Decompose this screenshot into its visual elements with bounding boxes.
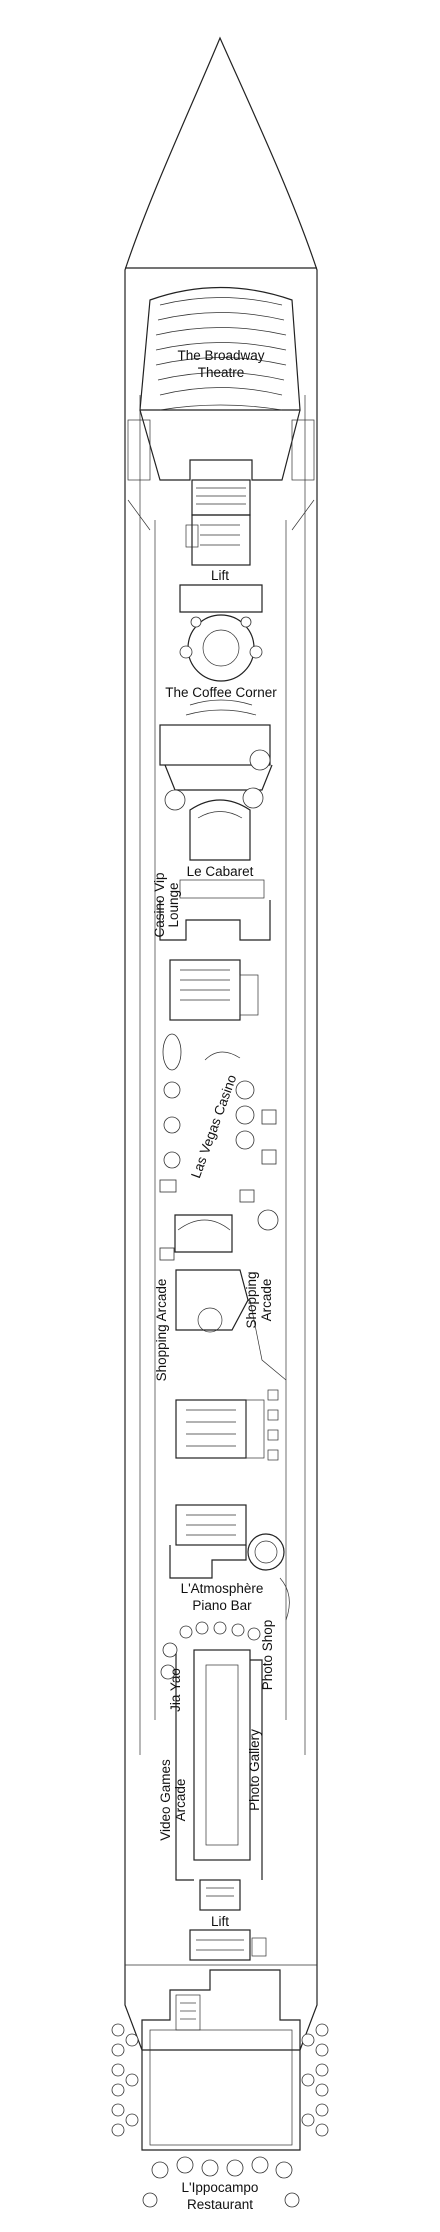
upper-lift-block [185, 479, 251, 566]
label-shopping-arcade-left: Shopping Arcade [154, 1279, 169, 1382]
label-atmosphere-piano-bar: L'Atmosphère [181, 1581, 264, 1596]
ippocampo-restaurant [111, 1964, 329, 2208]
label-lift-bottom: Lift [211, 1914, 229, 1929]
broadway-theatre [127, 286, 315, 531]
cabaret [159, 724, 273, 941]
label-ippocampo-restaurant-2: Restaurant [187, 2197, 253, 2212]
casino-tables [159, 1033, 279, 1261]
label-jia-yao: Jia Yao [168, 1668, 183, 1712]
label-las-vegas-casino: Las Vegas Casino [188, 1073, 239, 1180]
label-atmosphere-piano-bar-2: Piano Bar [192, 1598, 252, 1613]
label-video-games-arcade-2: Arcade [173, 1779, 188, 1822]
lower-lift-block [189, 1879, 267, 1961]
label-broadway-theatre-2: Theatre [198, 365, 245, 380]
label-coffee-corner: The Coffee Corner [165, 685, 277, 700]
label-lift-top: Lift [211, 568, 229, 583]
label-ippocampo-restaurant: L'Ippocampo [182, 2180, 259, 2195]
label-broadway-theatre: The Broadway [177, 348, 264, 363]
casino-stairs [169, 959, 259, 1021]
ship-hull [124, 36, 318, 2051]
label-shopping-arcade-right-2: Arcade [259, 1279, 274, 1322]
piano-bar-area [169, 1504, 290, 1641]
label-casino-vip-lounge: Casino Vip [152, 872, 167, 937]
photo-gallery-area [160, 1642, 263, 1881]
label-shopping-arcade-right: Shopping [244, 1271, 259, 1328]
label-photo-shop: Photo Shop [260, 1620, 275, 1691]
coffee-corner [179, 584, 263, 716]
label-video-games-arcade: Video Games [158, 1759, 173, 1841]
label-photo-gallery: Photo Gallery [247, 1729, 262, 1811]
label-cabaret: Le Cabaret [187, 864, 254, 879]
shopping-arcade [175, 1269, 287, 1461]
label-casino-vip-lounge-2: Lounge [166, 882, 181, 927]
